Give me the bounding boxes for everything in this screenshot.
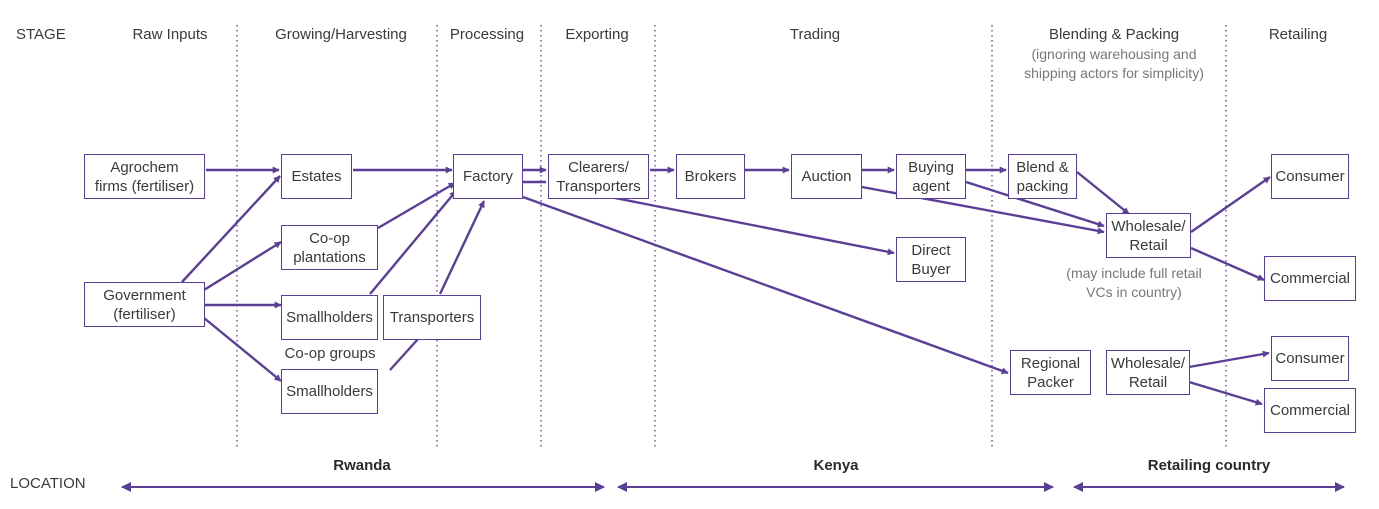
blending-note: (ignoring warehousing and shipping actor… <box>1024 46 1204 81</box>
retail-note: (may include full retail VCs in country) <box>1066 265 1202 300</box>
box-clearers: Clearers/ Transporters <box>548 154 649 199</box>
stage-processing: Processing <box>449 26 525 43</box>
box-coop-plantations: Co-op plantations <box>281 225 378 270</box>
box-smallholders-2: Smallholders <box>281 369 378 414</box>
arrow-factory-regional <box>522 195 1009 375</box>
box-agrochem: Agrochem firms (fertiliser) <box>84 154 205 199</box>
arrow-gov-smallholders2 <box>203 317 282 382</box>
box-factory: Factory <box>453 154 523 199</box>
arrow-wholesale2-consumer <box>1188 350 1270 369</box>
location-rwanda: Rwanda <box>333 457 391 474</box>
box-consumer-1: Consumer <box>1271 154 1349 199</box>
box-consumer-2: Consumer <box>1271 336 1349 381</box>
stage-trading: Trading <box>789 26 841 43</box>
box-auction: Auction <box>791 154 862 199</box>
coop-groups-label: Co-op groups <box>284 345 376 362</box>
box-transporters: Transporters <box>383 295 481 340</box>
stage-retailing: Retailing <box>1268 26 1328 43</box>
arrow-wholesale1-commercial <box>1190 246 1265 282</box>
arrow-coop-factory <box>377 181 456 230</box>
location-label: LOCATION <box>10 475 86 492</box>
flow-arrows <box>181 166 1271 406</box>
box-commercial-1: Commercial <box>1264 256 1356 301</box>
box-estates: Estates <box>281 154 352 199</box>
arrow-gov-coop <box>203 240 282 292</box>
stage-blending: Blending & Packing <box>1048 26 1180 43</box>
stage-exporting: Exporting <box>565 26 629 43</box>
stage-growing: Growing/Harvesting <box>275 26 407 43</box>
box-smallholders-1: Smallholders <box>281 295 378 340</box>
arrow-clearers-direct <box>614 196 895 256</box>
arrow-wholesale1-consumer <box>1190 176 1271 233</box>
arrow-wholesale2-commercial <box>1188 380 1263 406</box>
location-retailing-country: Retailing country <box>1147 457 1271 474</box>
box-government: Government (fertiliser) <box>84 282 205 327</box>
box-brokers: Brokers <box>676 154 745 199</box>
stage-dividers <box>236 25 1227 447</box>
stage-raw-inputs: Raw Inputs <box>132 26 208 43</box>
box-commercial-2: Commercial <box>1264 388 1356 433</box>
box-direct-buyer: Direct Buyer <box>896 237 966 282</box>
box-regional-packer: Regional Packer <box>1010 350 1091 395</box>
stage-label: STAGE <box>16 26 66 43</box>
box-buying-agent: Buying agent <box>896 154 966 199</box>
box-blend-packing: Blend & packing <box>1008 154 1077 199</box>
arrow-blend-wholesale <box>1076 171 1130 215</box>
location-kenya: Kenya <box>813 457 859 474</box>
arrow-transporters-factory <box>438 200 486 295</box>
box-wholesale-2: Wholesale/ Retail <box>1106 350 1190 395</box>
arrow-gov-estates <box>181 175 281 283</box>
box-wholesale-1: Wholesale/ Retail <box>1106 213 1191 258</box>
arrow-buying-wholesale <box>965 180 1105 228</box>
arrow-smallholders-factory <box>369 190 457 295</box>
